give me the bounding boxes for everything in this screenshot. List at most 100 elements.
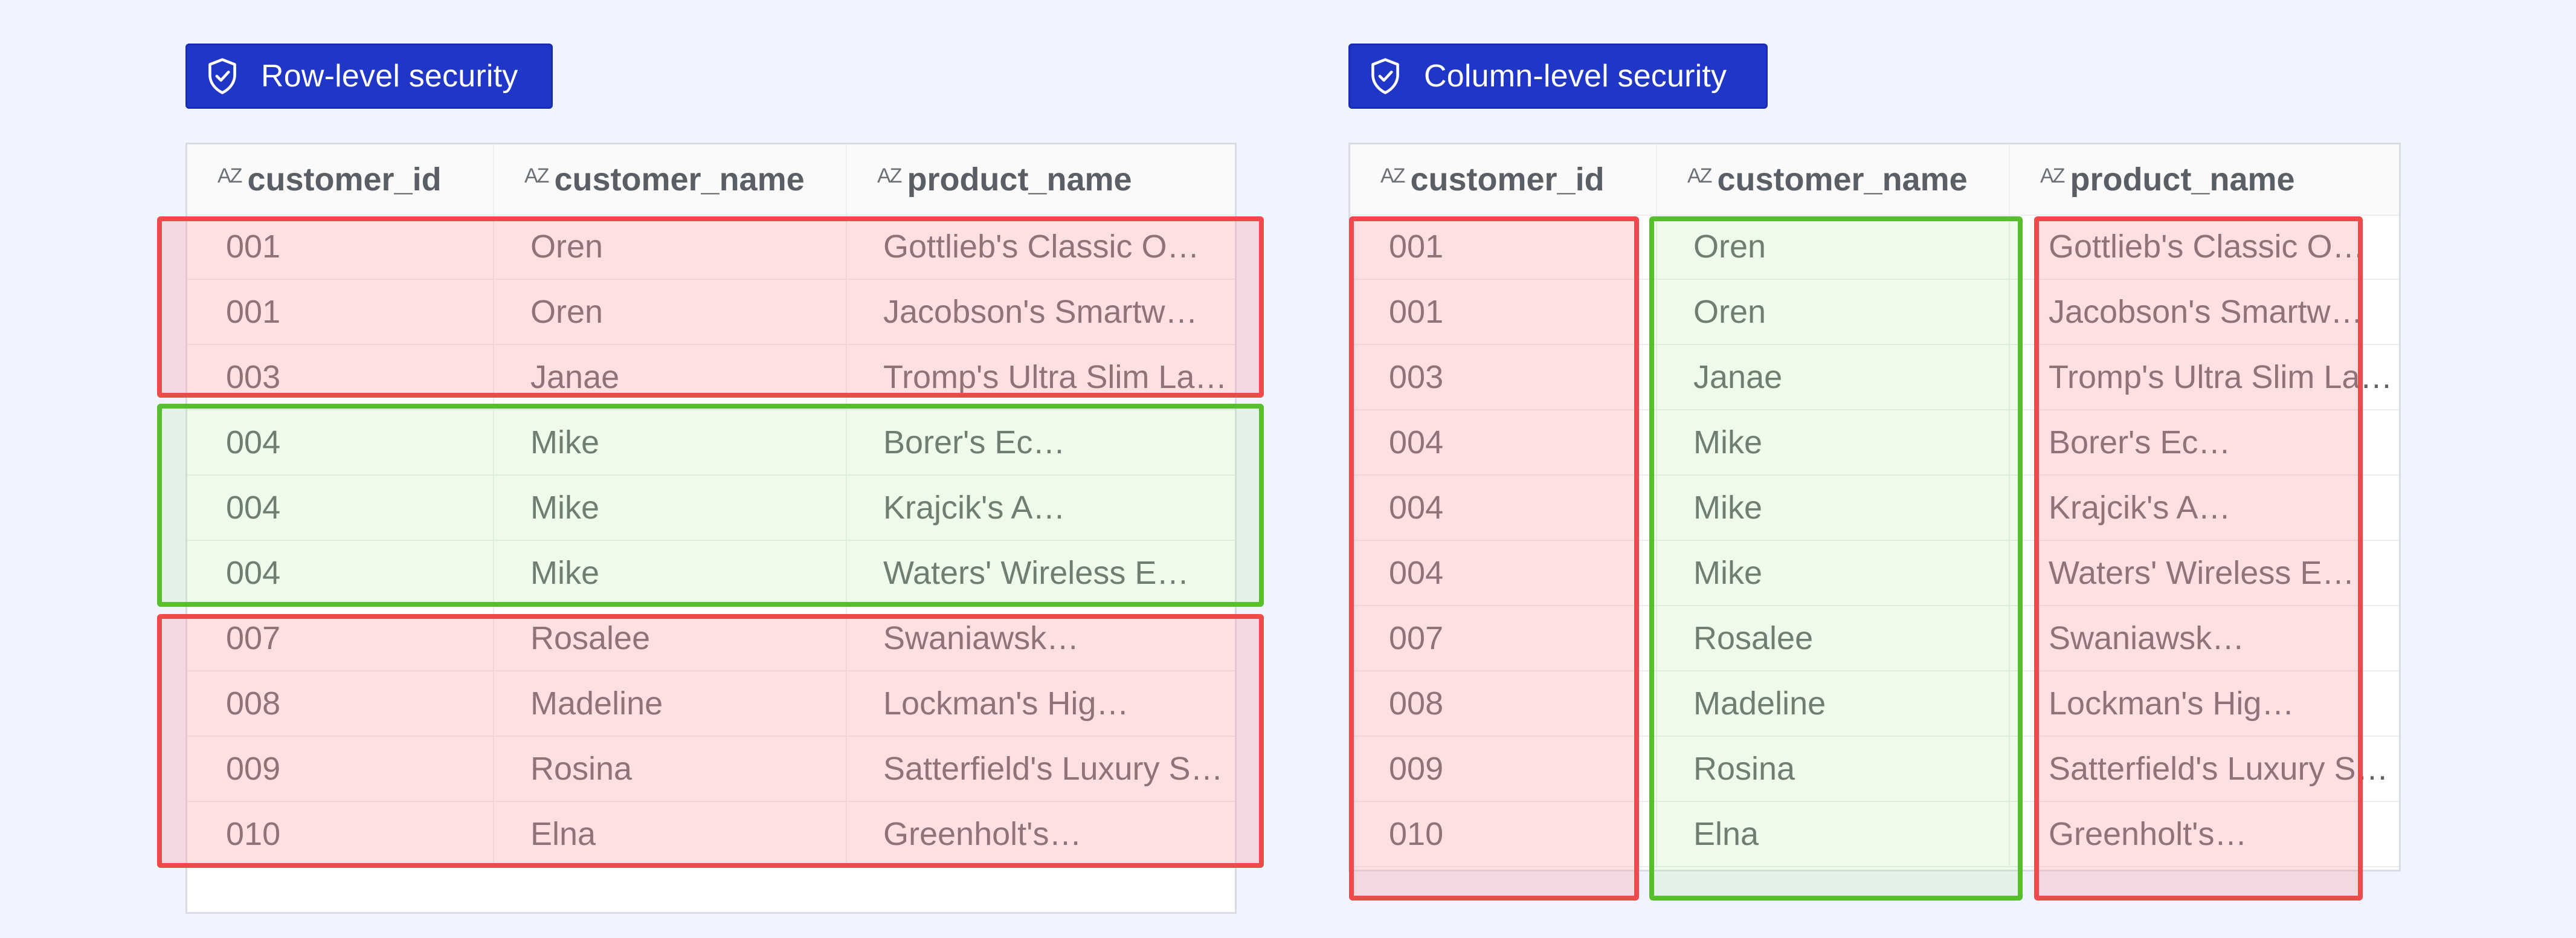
cell-customer-name: Elna bbox=[494, 802, 847, 866]
table-header: AZ customer_id AZ customer_name AZ produ… bbox=[1350, 144, 2399, 216]
cell-customer-name: Oren bbox=[494, 280, 847, 344]
cell-customer-name: Mike bbox=[1657, 541, 2010, 605]
cell-customer-id: 007 bbox=[1350, 606, 1657, 670]
cell-product-name: Lockman's Hig… bbox=[883, 685, 1129, 722]
shield-check-icon bbox=[1368, 57, 1402, 95]
table-header: AZ customer_id AZ customer_name AZ produ… bbox=[187, 144, 1235, 216]
cell-product-name: Borer's Ec… bbox=[2049, 424, 2231, 461]
column-header-label: customer_id bbox=[247, 161, 442, 198]
table-row: 004 Mike Krajcik's A… bbox=[1350, 476, 2399, 541]
column-header-product-name[interactable]: AZ product_name bbox=[2010, 144, 2401, 215]
cell-customer-id: 009 bbox=[187, 737, 494, 801]
cell-product-name: Waters' Wireless E… bbox=[2049, 555, 2355, 591]
table-row: 003 Janae Tromp's Ultra Slim La… bbox=[1350, 345, 2399, 410]
column-header-label: customer_id bbox=[1410, 161, 1605, 198]
cell-product-name: Satterfield's Luxury S… bbox=[883, 751, 1223, 787]
cell-product-name: Borer's Ec… bbox=[883, 424, 1066, 461]
cell-product-name: Gottlieb's Classic O… bbox=[883, 228, 1200, 265]
cell-customer-id: 008 bbox=[1350, 671, 1657, 736]
table-row: 008 Madeline Lockman's Hig… bbox=[1350, 671, 2399, 737]
text-type-icon: AZ bbox=[1380, 164, 1405, 187]
badge-label: Column-level security bbox=[1424, 59, 1727, 94]
column-header-customer-id[interactable]: AZ customer_id bbox=[1350, 144, 1657, 215]
cell-customer-name: Oren bbox=[494, 215, 847, 279]
table-row: 008 Madeline Lockman's Hig… bbox=[187, 671, 1235, 737]
table-body: 001 Oren Gottlieb's Classic O… 001 Oren … bbox=[187, 215, 1235, 867]
column-header-customer-name[interactable]: AZ customer_name bbox=[1657, 144, 2010, 215]
cell-product-name: Waters' Wireless E… bbox=[883, 555, 1190, 591]
cell-customer-id: 004 bbox=[1350, 476, 1657, 540]
cell-customer-id: 004 bbox=[187, 476, 494, 540]
cell-product-name: Swaniawsk… bbox=[2049, 620, 2245, 656]
cell-customer-name: Mike bbox=[1657, 410, 2010, 474]
column-header-label: product_name bbox=[907, 161, 1132, 198]
table-row: 004 Mike Krajcik's A… bbox=[187, 476, 1235, 541]
cell-customer-id: 008 bbox=[187, 671, 494, 736]
cell-customer-name: Rosina bbox=[494, 737, 847, 801]
cell-customer-id: 001 bbox=[187, 215, 494, 279]
cell-customer-name: Mike bbox=[1657, 476, 2010, 540]
cell-customer-id: 004 bbox=[187, 410, 494, 474]
table-row: 003 Janae Tromp's Ultra Slim La… bbox=[187, 345, 1235, 410]
cell-customer-id: 003 bbox=[1350, 345, 1657, 409]
cell-customer-id: 010 bbox=[187, 802, 494, 866]
column-header-product-name[interactable]: AZ product_name bbox=[847, 144, 1238, 215]
table-body: 001 Oren Gottlieb's Classic O… 001 Oren … bbox=[1350, 215, 2399, 867]
table-row: 001 Oren Jacobson's Smartw… bbox=[1350, 280, 2399, 345]
column-header-customer-id[interactable]: AZ customer_id bbox=[187, 144, 494, 215]
cell-product-name: Krajcik's A… bbox=[2049, 490, 2231, 526]
cell-customer-name: Madeline bbox=[494, 671, 847, 736]
cell-customer-name: Janae bbox=[494, 345, 847, 409]
text-type-icon: AZ bbox=[217, 164, 242, 187]
cell-customer-name: Rosalee bbox=[494, 606, 847, 670]
cell-customer-id: 003 bbox=[187, 345, 494, 409]
cell-customer-id: 001 bbox=[187, 280, 494, 344]
cell-customer-id: 009 bbox=[1350, 737, 1657, 801]
table-row: 004 Mike Borer's Ec… bbox=[1350, 410, 2399, 476]
cell-customer-name: Elna bbox=[1657, 802, 2010, 866]
cell-product-name: Tromp's Ultra Slim La… bbox=[883, 359, 1228, 395]
table-row: 004 Mike Borer's Ec… bbox=[187, 410, 1235, 476]
cell-customer-name: Mike bbox=[494, 541, 847, 605]
cell-customer-name: Janae bbox=[1657, 345, 2010, 409]
cell-customer-id: 001 bbox=[1350, 280, 1657, 344]
cell-product-name: Satterfield's Luxury S… bbox=[2049, 751, 2389, 787]
cell-product-name: Swaniawsk… bbox=[883, 620, 1080, 656]
cell-customer-id: 004 bbox=[1350, 410, 1657, 474]
column-level-table: AZ customer_id AZ customer_name AZ produ… bbox=[1348, 143, 2401, 872]
cell-product-name: Jacobson's Smartw… bbox=[883, 294, 1198, 330]
text-type-icon: AZ bbox=[2040, 164, 2065, 187]
table-row: 004 Mike Waters' Wireless E… bbox=[1350, 541, 2399, 606]
table-row: 001 Oren Gottlieb's Classic O… bbox=[187, 215, 1235, 280]
column-header-customer-name[interactable]: AZ customer_name bbox=[494, 144, 847, 215]
cell-customer-id: 001 bbox=[1350, 215, 1657, 279]
text-type-icon: AZ bbox=[1687, 164, 1712, 187]
cell-customer-name: Oren bbox=[1657, 215, 2010, 279]
text-type-icon: AZ bbox=[877, 164, 902, 187]
table-row: 001 Oren Gottlieb's Classic O… bbox=[1350, 215, 2399, 280]
cell-customer-id: 010 bbox=[1350, 802, 1657, 866]
cell-customer-name: Madeline bbox=[1657, 671, 2010, 736]
cell-customer-name: Oren bbox=[1657, 280, 2010, 344]
cell-customer-id: 007 bbox=[187, 606, 494, 670]
cell-product-name: Greenholt's… bbox=[2049, 816, 2247, 852]
table-row: 010 Elna Greenholt's… bbox=[1350, 802, 2399, 867]
cell-product-name: Lockman's Hig… bbox=[2049, 685, 2294, 722]
cell-product-name: Tromp's Ultra Slim La… bbox=[2049, 359, 2393, 395]
cell-product-name: Jacobson's Smartw… bbox=[2049, 294, 2363, 330]
cell-customer-id: 004 bbox=[187, 541, 494, 605]
table-row: 009 Rosina Satterfield's Luxury S… bbox=[1350, 737, 2399, 802]
row-level-security-badge: Row-level security bbox=[185, 44, 553, 109]
table-row: 007 Rosalee Swaniawsk… bbox=[187, 606, 1235, 671]
cell-customer-name: Rosalee bbox=[1657, 606, 2010, 670]
table-row: 010 Elna Greenholt's… bbox=[187, 802, 1235, 867]
cell-customer-id: 004 bbox=[1350, 541, 1657, 605]
table-row: 007 Rosalee Swaniawsk… bbox=[1350, 606, 2399, 671]
badge-label: Row-level security bbox=[261, 59, 518, 94]
column-header-label: customer_name bbox=[554, 161, 805, 198]
shield-check-icon bbox=[205, 57, 239, 95]
table-row: 001 Oren Jacobson's Smartw… bbox=[187, 280, 1235, 345]
cell-product-name: Krajcik's A… bbox=[883, 490, 1066, 526]
column-level-security-badge: Column-level security bbox=[1348, 44, 1768, 109]
cell-customer-name: Rosina bbox=[1657, 737, 2010, 801]
